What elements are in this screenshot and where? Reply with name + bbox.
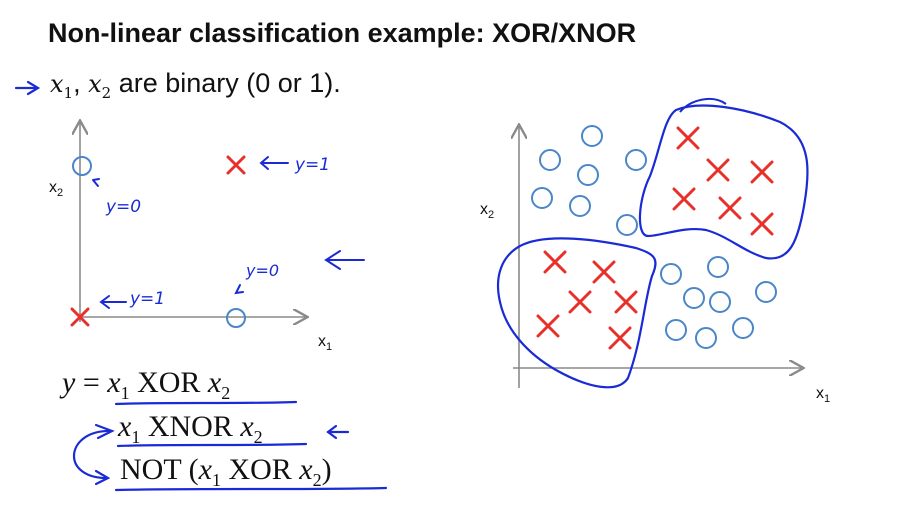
- cross-point: [568, 290, 592, 314]
- left-ylabel: x2: [49, 179, 63, 199]
- circle-point: [531, 187, 553, 209]
- right-crosses-top-right: [672, 126, 774, 236]
- cross-point: [592, 260, 616, 284]
- right-circles-top-left: [531, 125, 647, 236]
- circle-point: [707, 256, 729, 278]
- cross-point: [543, 250, 567, 274]
- cross-point: [706, 158, 730, 182]
- circle-point: [755, 281, 777, 303]
- left-point-cross-0-0: [70, 307, 90, 327]
- circle-point: [709, 291, 731, 313]
- underline-eq2: [116, 442, 308, 448]
- cross-point: [676, 126, 700, 150]
- right-xlabel: x1: [816, 385, 830, 405]
- annotation-y0-top: y=0: [105, 197, 141, 217]
- loop-arrow: [72, 429, 114, 480]
- slide-subtitle: x1, x2 are binary (0 or 1).: [50, 68, 341, 102]
- right-crosses-bottom-left: [536, 250, 638, 350]
- decision-boundary-top: [638, 104, 809, 260]
- equation-xnor: x1 XNOR x2: [118, 410, 263, 447]
- circle-point: [683, 287, 705, 309]
- circle-point: [539, 149, 561, 171]
- annotation-y0-bottom: y=0: [245, 261, 279, 280]
- underline-eq1: [114, 400, 298, 406]
- subtitle-x1: x1: [50, 70, 74, 102]
- decision-boundary-bottom: [496, 237, 657, 389]
- cross-point: [718, 196, 742, 220]
- circle-point: [695, 327, 717, 349]
- left-ink-arrows: [92, 156, 365, 309]
- cross-point: [608, 326, 632, 350]
- cross-point: [536, 314, 560, 338]
- subtitle-text: are binary (0 or 1).: [111, 68, 341, 98]
- cross-point: [750, 212, 774, 236]
- annotation-y1-top: y=1: [294, 155, 330, 175]
- left-point-circle-1-0: [226, 308, 246, 328]
- right-circles-bottom-right: [660, 256, 777, 349]
- circle-point: [665, 319, 687, 341]
- equation-not-xor: NOT (x1 XOR x2): [120, 453, 332, 490]
- equation-xor: y = x1 XOR x2: [62, 366, 231, 403]
- underline-eq3: [114, 486, 388, 492]
- left-xlabel: x1: [318, 333, 332, 353]
- circle-point: [660, 263, 682, 285]
- slide-title: Non-linear classification example: XOR/X…: [48, 18, 637, 48]
- cross-point: [614, 290, 638, 314]
- decision-boundary-top-tick: [679, 97, 727, 113]
- right-ylabel: x2: [480, 201, 494, 221]
- annotation-y1-bottom: y=1: [129, 289, 165, 309]
- left-point-circle-0-1: [72, 156, 92, 176]
- handwritten-arrow-subtitle: [14, 80, 41, 96]
- right-plot: x2 x1: [480, 97, 830, 405]
- circle-point: [577, 164, 599, 186]
- cross-point: [750, 160, 774, 184]
- left-point-cross-1-1: [226, 155, 246, 175]
- arrow-eq2-right: [326, 424, 350, 440]
- subtitle-x2: x2: [88, 70, 112, 102]
- circle-point: [616, 214, 638, 236]
- cross-point: [672, 187, 696, 211]
- circle-point: [732, 317, 754, 339]
- circle-point: [625, 149, 647, 171]
- circle-point: [569, 195, 591, 217]
- equation-ink: [72, 400, 388, 492]
- left-plot: y=0 y=1 y=1 y=0 x2 x1: [49, 122, 365, 353]
- circle-point: [581, 125, 603, 147]
